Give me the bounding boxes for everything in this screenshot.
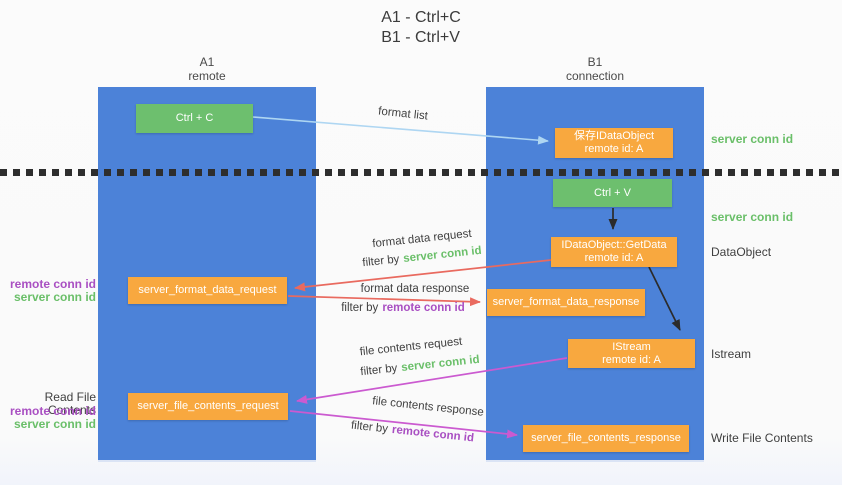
ctrl-v-label: Ctrl + V [594, 186, 631, 199]
ctrl-c-box: Ctrl + C [136, 104, 253, 133]
server-format-data-request-box: server_format_data_request [128, 277, 287, 304]
getdata-to-istream-arrow [648, 266, 681, 331]
server-file-contents-request-box: server_file_contents_request [128, 393, 288, 420]
istream-box: IStream remote id: A [568, 339, 695, 368]
server-file-contents-response-box: server_file_contents_response [523, 425, 689, 452]
read-file-contents-label: Read File Contents [44, 390, 96, 417]
server-conn-id-left-2: server conn id [13, 417, 96, 431]
istream-line2: remote id: A [602, 353, 661, 366]
data-object-label: DataObject [711, 245, 772, 259]
file-contents-request-arrow [296, 357, 568, 404]
lane-b-name: connection [565, 69, 625, 83]
format-data-response-arrow [287, 295, 481, 307]
ctrl-v-box: Ctrl + V [553, 179, 672, 207]
server-file-contents-response-label: server_file_contents_response [531, 432, 681, 444]
remote-conn-id-left-2: remote conn id [9, 404, 96, 418]
lane-a-name: remote [188, 69, 226, 83]
getdata-box: IDataObject::GetData remote id: A [551, 237, 677, 267]
ctrl-c-label: Ctrl + C [175, 112, 214, 124]
format-data-response-label: format data response [360, 283, 470, 295]
title-line-2: B1 - Ctrl+V [381, 29, 460, 46]
server-file-contents-request-label: server_file_contents_request [137, 400, 279, 412]
format-data-request-arrow [294, 259, 552, 292]
format-list-arrow [252, 116, 549, 145]
lane-b-header: B1 connection [486, 55, 704, 83]
save-idataobject-label: 保存IDataObject remote id: A [574, 130, 654, 156]
server-format-data-response-box: server_format_data_response [487, 289, 645, 316]
getdata-line2: remote id: A [584, 252, 644, 264]
remote-conn-id-filter-1: remote conn id [382, 302, 465, 314]
getdata-label: IDataObject::GetData remote id: A [561, 239, 666, 265]
istream-box-label: IStream remote id: A [602, 341, 661, 367]
write-file-contents-label: Write File Contents [711, 431, 813, 445]
file-request-conn-ids: remote conn id server conn id [0, 405, 96, 431]
save-idataobject-line1: 保存IDataObject [573, 130, 655, 142]
lane-a-header: A1 remote [98, 55, 316, 83]
istream-side-label: Istream [711, 347, 752, 361]
server-format-data-response-label: server_format_data_response [492, 296, 640, 308]
server-format-data-request-label: server_format_data_request [138, 284, 277, 296]
server-conn-id-right-2: server conn id [711, 210, 794, 224]
lane-b-id: B1 [587, 55, 603, 69]
format-request-conn-ids: remote conn id server conn id [0, 278, 96, 304]
save-idataobject-line2: remote id: A [584, 143, 644, 155]
save-idataobject-box: 保存IDataObject remote id: A [555, 128, 673, 158]
server-conn-id-right-1: server conn id [711, 132, 794, 146]
title-block: A1 - Ctrl+C B1 - Ctrl+V [381, 8, 461, 48]
file-contents-response-arrow [289, 410, 518, 439]
server-conn-id-left-1: server conn id [13, 290, 96, 304]
filter-by-text-2: filter by [341, 302, 379, 314]
title-line-1: A1 - Ctrl+C [381, 9, 461, 26]
istream-line1: IStream [612, 340, 651, 353]
phase-separator-dashed-line [0, 169, 842, 176]
remote-conn-id-left-1: remote conn id [9, 277, 96, 291]
getdata-line1: IDataObject::GetData [561, 239, 667, 251]
diagram-title: A1 - Ctrl+C B1 - Ctrl+V [0, 8, 842, 48]
lane-a-id: A1 [199, 55, 215, 69]
